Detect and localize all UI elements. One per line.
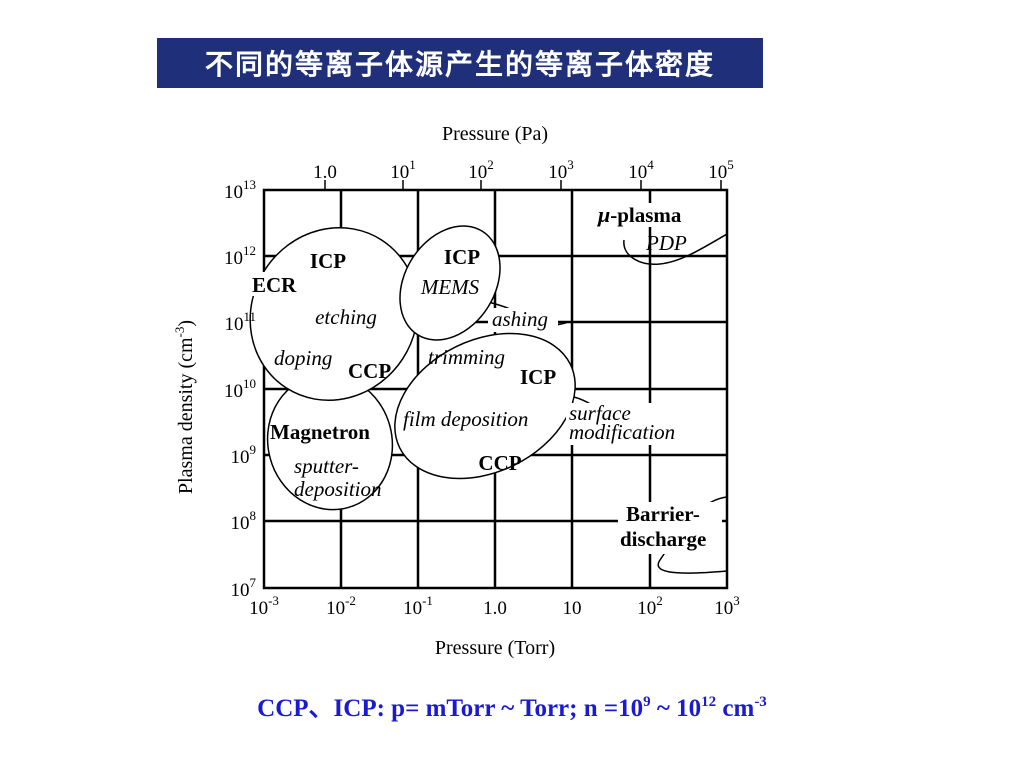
left-tick-label-7: 107 (231, 575, 257, 601)
page-title: 不同的等离子体源产生的等离子体密度 (157, 38, 763, 88)
left-axis-label-close: ) (175, 320, 197, 327)
sputter-label: sputter- (294, 454, 359, 478)
pdp-label: PDP (645, 231, 687, 255)
left-tick-label-4: 1010 (224, 376, 256, 402)
discharge-label: discharge (620, 527, 706, 551)
top-tick-label-6: 105 (708, 157, 734, 183)
left-tick-label-5: 109 (231, 442, 257, 468)
film-deposition-label: film deposition (403, 407, 528, 431)
icp-etching-region (249, 226, 419, 402)
top-axis-label: Pressure (Pa) (442, 123, 548, 145)
footer-exp3: -3 (754, 694, 767, 710)
tick-labels: 1.0 101 102 103 104 105 10-3 10-2 10-1 1.0 10 102 10… (224, 157, 740, 619)
ccp-film-label: CCP (478, 451, 521, 475)
ecr-label-bg (250, 272, 306, 296)
icp-film-label: ICP (520, 365, 556, 389)
left-tick-label-1: 1013 (224, 177, 256, 203)
left-tick-label-6: 108 (231, 508, 257, 534)
bottom-tick-label-3: 10-1 (403, 593, 433, 619)
ashing-label: ashing (492, 307, 548, 331)
surface-label-bg (566, 403, 694, 445)
bottom-tick-label-5: 10 (563, 598, 582, 619)
top-tick-label-3: 102 (468, 157, 494, 183)
ashing-label-bg (488, 308, 558, 332)
left-axis-label: Plasma density (cm-3) (172, 320, 197, 494)
left-axis-label-exp: -3 (172, 327, 187, 338)
bottom-tick-label-7: 103 (714, 593, 740, 619)
bottom-tick-label-2: 10-2 (326, 593, 356, 619)
left-tick-label-3: 1011 (224, 309, 256, 335)
left-tick-label-2: 1012 (224, 243, 256, 269)
top-tick-label-1: 1.0 (313, 162, 337, 183)
icp-mems-region (399, 225, 501, 341)
bottom-tick-label-6: 102 (637, 593, 663, 619)
doping-label: doping (274, 346, 332, 370)
left-axis-label-main: Plasma density (cm (175, 337, 197, 494)
icp-etching-label: ICP (310, 249, 346, 273)
top-tick-label-4: 103 (548, 157, 574, 183)
region-labels: ICP ECR etching doping CCP ICP MEMS ashi… (252, 202, 706, 551)
surface-label: surface (569, 401, 631, 425)
mu-symbol: μ (597, 202, 610, 227)
footer-summary: CCP、ICP: p= mTorr ~ Torr; n =109 ~ 1012 … (0, 688, 1024, 724)
footer-prefix: CCP、ICP: p= mTorr ~ Torr; n =10 (257, 695, 644, 722)
region-outlines (249, 203, 728, 574)
barrier-label-bg (618, 502, 722, 554)
film-deposition-region (394, 332, 576, 480)
pdp-region (623, 233, 728, 265)
magnetron-label: Magnetron (270, 420, 370, 444)
top-tick-label-2: 101 (390, 157, 416, 183)
etching-label: etching (315, 305, 377, 329)
footer-mid: ~ 10 (650, 695, 702, 722)
top-tick-label-5: 104 (628, 157, 654, 183)
bottom-axis-label: Pressure (Torr) (435, 637, 555, 659)
bottom-tick-label-1: 10-3 (249, 593, 279, 619)
trimming-label: trimming (428, 345, 505, 369)
ecr-label: ECR (252, 273, 297, 297)
icp-mems-label: ICP (444, 245, 480, 269)
ccp-etching-label: CCP (348, 359, 391, 383)
modification-label: modification (569, 420, 675, 444)
bottom-tick-label-4: 1.0 (483, 598, 507, 619)
mu-plasma-label: μ-plasma (597, 202, 682, 227)
footer-exp2: 12 (701, 694, 717, 710)
deposition-label: deposition (294, 477, 382, 501)
footer-exp1: 9 (643, 694, 651, 710)
mems-label: MEMS (420, 275, 480, 299)
mu-plasma-text: -plasma (610, 203, 682, 227)
mu-plasma-label-bg (596, 203, 704, 227)
footer-unit: cm (716, 695, 755, 722)
barrier-label: Barrier- (626, 502, 700, 526)
